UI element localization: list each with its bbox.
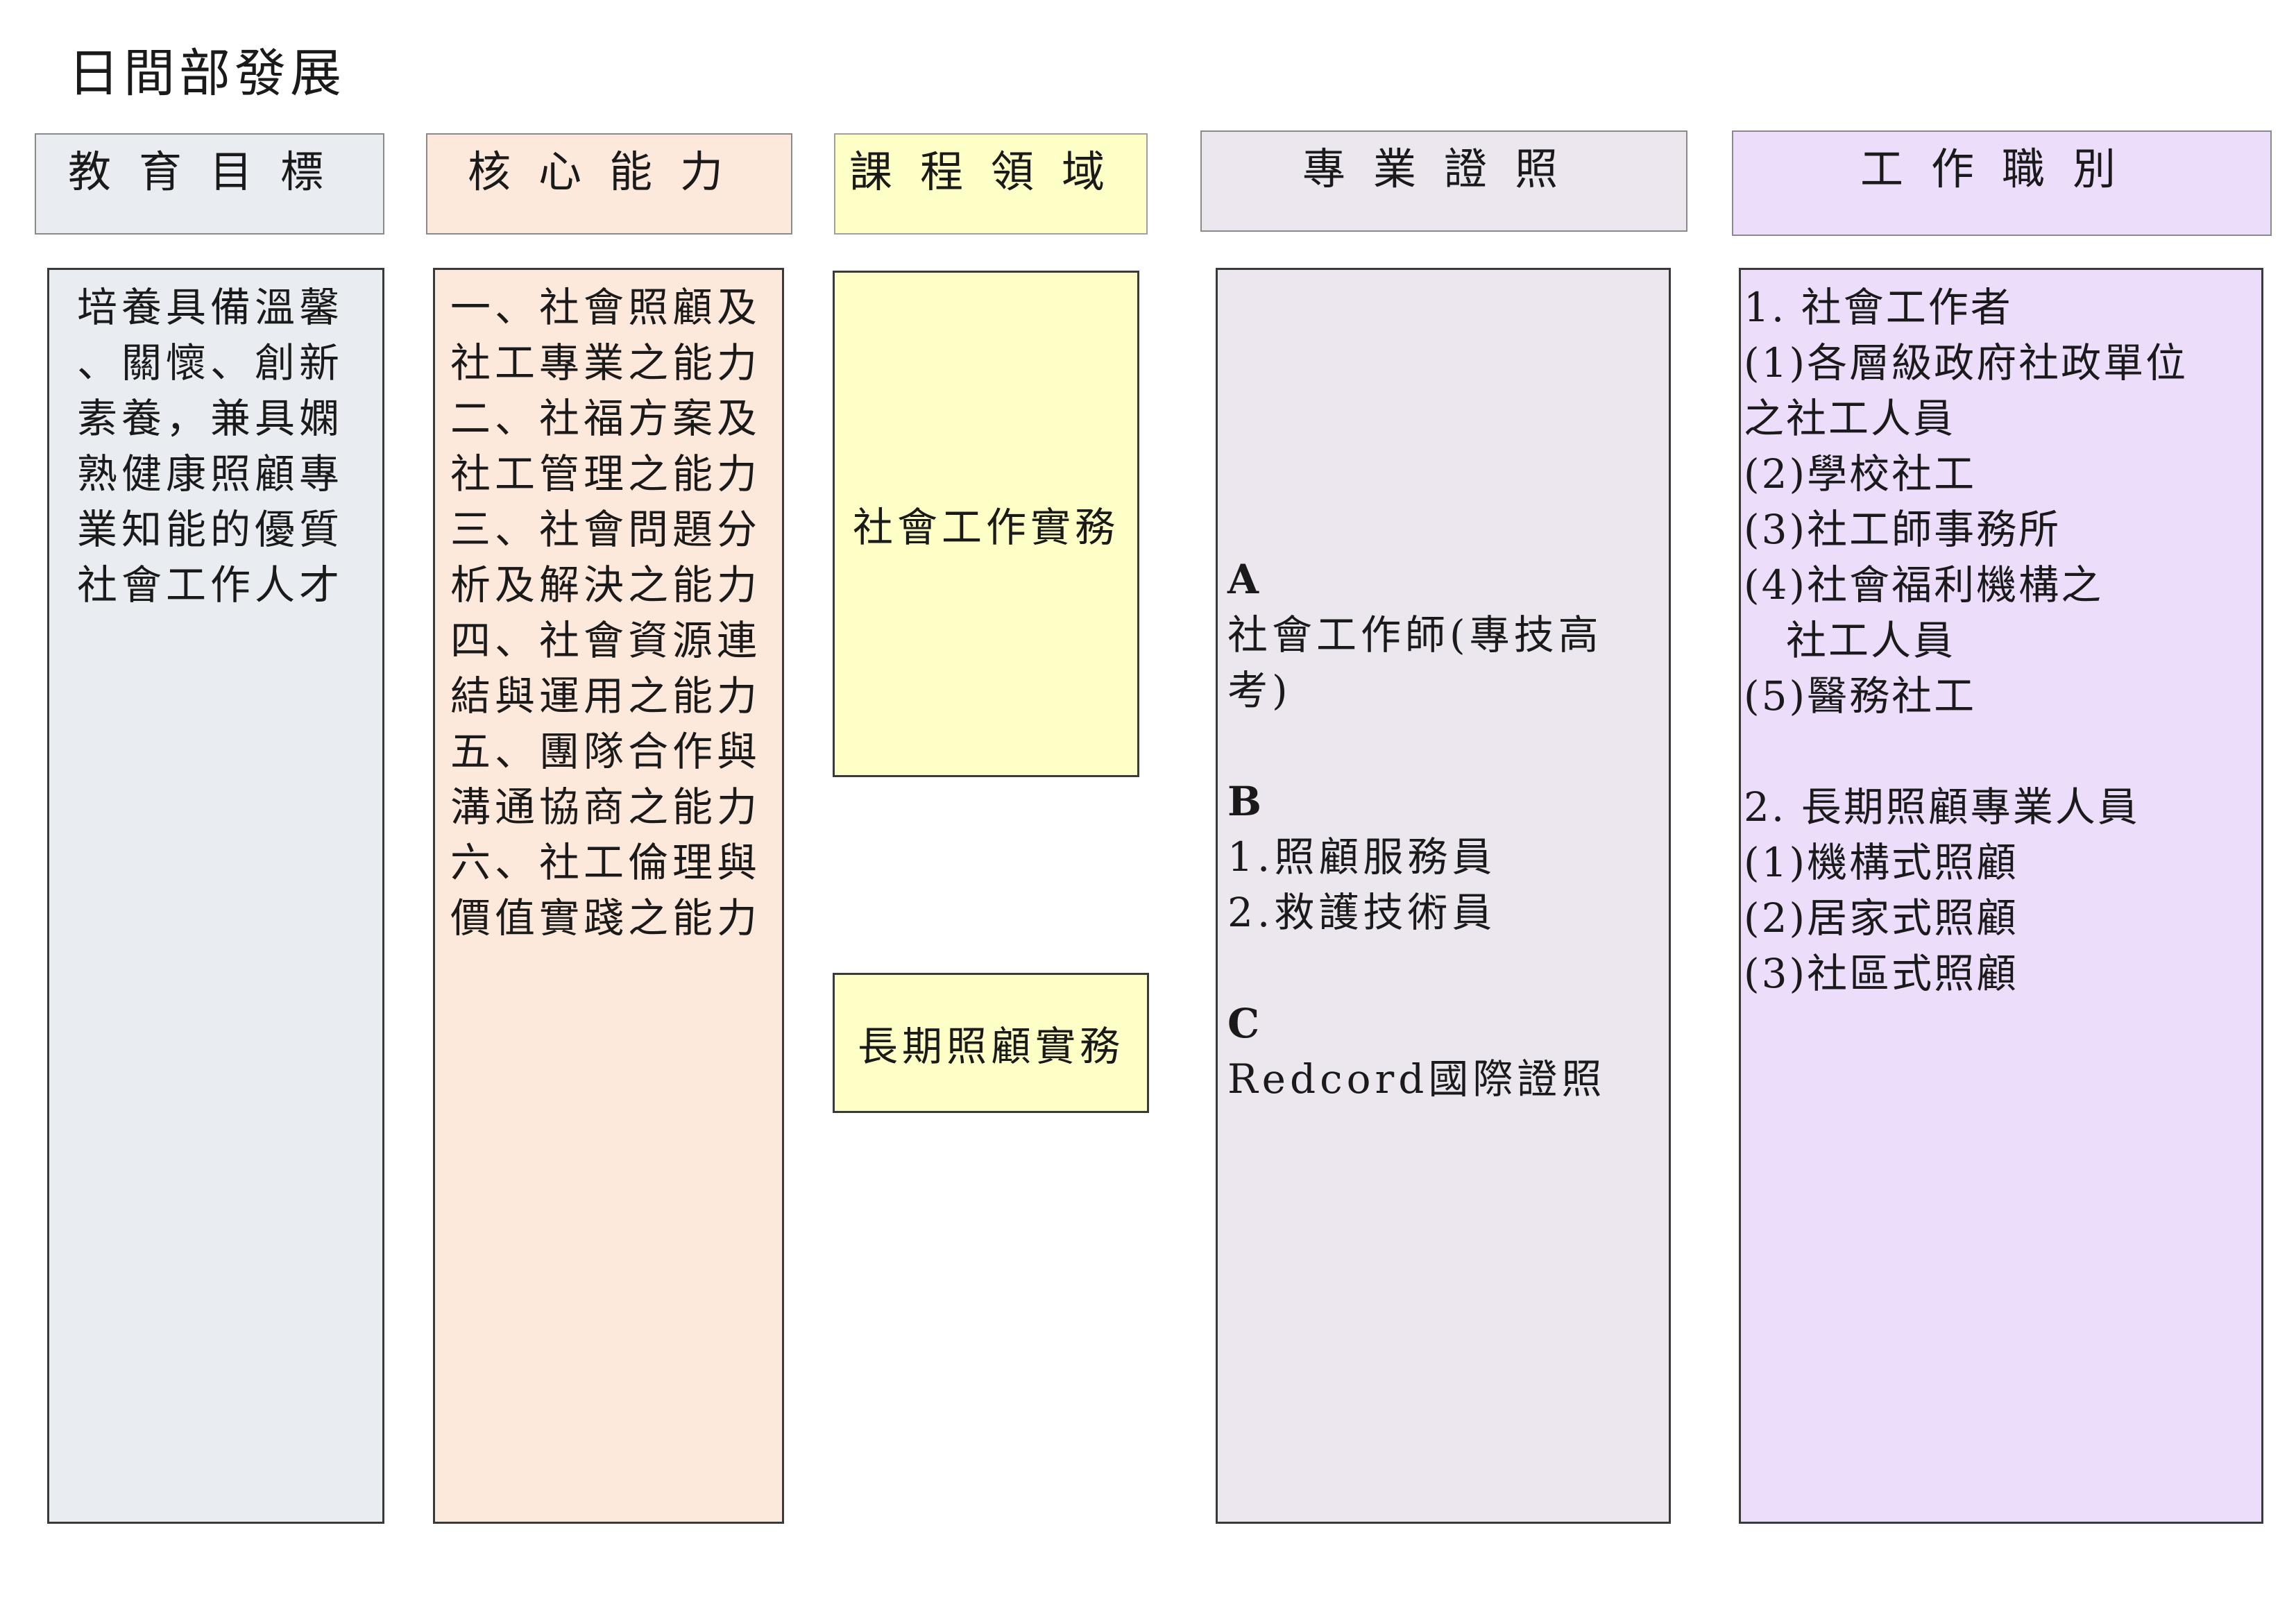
course-long-term-care-practice: 長期照顧實務 xyxy=(833,973,1149,1113)
cert-item: 考) xyxy=(1227,667,1292,714)
goals-box: 培養具備溫馨 、關懷、創新 素養，兼具嫻 熟健康照顧專 業知能的優質 社會工作人… xyxy=(47,268,384,1524)
course-social-work-practice: 社會工作實務 xyxy=(833,271,1139,777)
job-line xyxy=(1744,724,2261,779)
job-line: (1)機構式照顧 xyxy=(1744,839,2019,886)
goals-line: 、關懷、創新 xyxy=(77,339,344,386)
ability-line: 六、社工倫理與 xyxy=(450,839,762,886)
cert-label-a: A xyxy=(1227,556,1264,603)
ability-line: 四、社會資源連 xyxy=(450,617,762,664)
cert-label-b: B xyxy=(1227,778,1266,825)
abilities-box: 一、社會照顧及 社工專業之能力 二、社福方案及 社工管理之能力 三、社會問題分 … xyxy=(433,268,784,1524)
ability-line: 一、社會照顧及 xyxy=(450,284,762,331)
job-line: (2)學校社工 xyxy=(1744,450,1977,498)
goals-line: 素養，兼具嫻 xyxy=(77,395,344,442)
ability-line: 溝通協商之能力 xyxy=(450,783,762,831)
certificates-box: A 社會工作師(專技高 考) B 1.照顧服務員 2.救護技術員 C Redco… xyxy=(1216,268,1671,1524)
cert-label-c: C xyxy=(1227,1000,1264,1047)
goals-line: 熟健康照顧專 xyxy=(77,450,344,498)
job-line: (3)社區式照顧 xyxy=(1744,950,2019,997)
cert-item: 1.照顧服務員 xyxy=(1227,833,1497,881)
job-line: (4)社會福利機構之 xyxy=(1744,561,2104,609)
job-line: (5)醫務社工 xyxy=(1744,672,1977,720)
goals-line: 業知能的優質 xyxy=(77,506,344,553)
goals-line: 社會工作人才 xyxy=(77,561,344,609)
header-certificates: 專業證照 xyxy=(1200,130,1687,232)
job-line: (2)居家式照顧 xyxy=(1744,894,2019,942)
job-line: 1. 社會工作者 xyxy=(1744,284,2013,331)
ability-line: 五、團隊合作與 xyxy=(450,728,762,775)
ability-line: 二、社福方案及 xyxy=(450,395,762,442)
jobs-box: 1. 社會工作者 (1)各層級政府社政單位 之社工人員 (2)學校社工 (3)社… xyxy=(1739,268,2263,1524)
ability-line: 三、社會問題分 xyxy=(450,506,762,553)
job-line: 之社工人員 xyxy=(1744,395,1956,442)
ability-line: 社工專業之能力 xyxy=(450,339,762,386)
ability-line: 價值實踐之能力 xyxy=(450,894,762,942)
job-line: 社工人員 xyxy=(1744,617,1956,664)
job-line: (3)社工師事務所 xyxy=(1744,506,2061,553)
cert-item: 社會工作師(專技高 xyxy=(1227,611,1603,658)
ability-line: 社工管理之能力 xyxy=(450,450,762,498)
cert-item: Redcord國際證照 xyxy=(1227,1055,1606,1103)
header-courses: 課程領域 xyxy=(834,133,1148,235)
job-line: (1)各層級政府社政單位 xyxy=(1744,339,2188,386)
header-jobs: 工作職別 xyxy=(1732,130,2272,236)
goals-line: 培養具備溫馨 xyxy=(77,284,344,331)
page-title: 日間部發展 xyxy=(68,44,346,103)
job-line: 2. 長期照顧專業人員 xyxy=(1744,783,2140,831)
ability-line: 析及解決之能力 xyxy=(450,561,762,609)
cert-item: 2.救護技術員 xyxy=(1227,889,1497,936)
ability-line: 結與運用之能力 xyxy=(450,672,762,720)
header-goals: 教育目標 xyxy=(35,133,384,235)
header-abilities: 核心能力 xyxy=(426,133,792,235)
